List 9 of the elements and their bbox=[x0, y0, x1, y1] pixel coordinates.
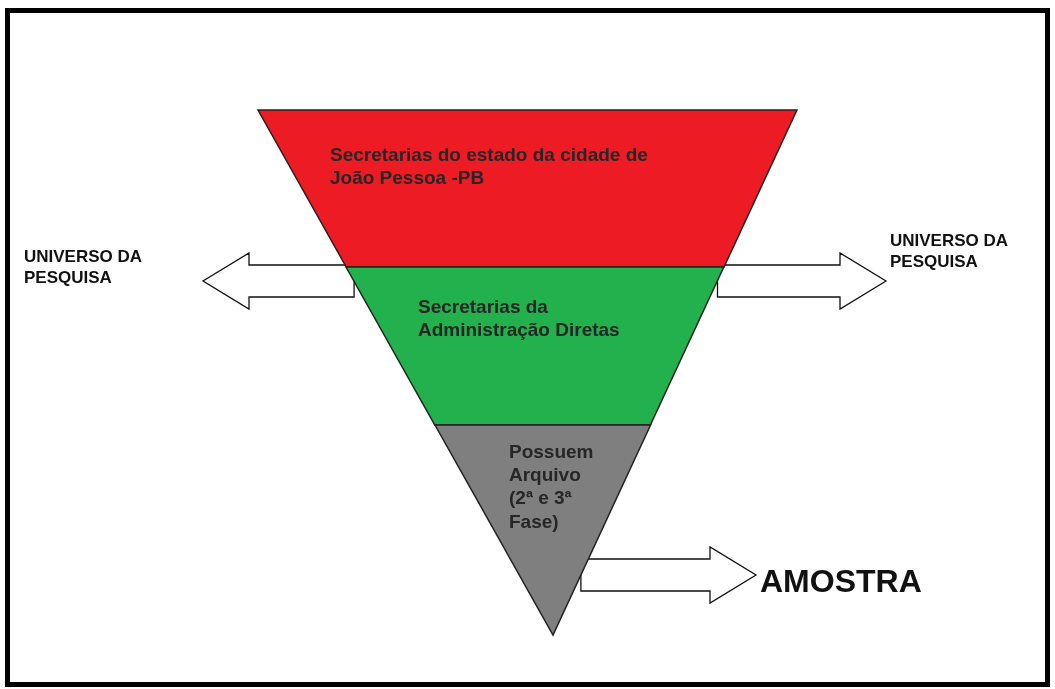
block-arrow bbox=[201, 251, 355, 311]
layer-label: Secretarias do estado da cidade de João Pessoa -PB bbox=[330, 143, 649, 190]
side-label: AMOSTRA bbox=[760, 562, 923, 601]
layer-label: Secretarias da Administração Diretas bbox=[418, 295, 621, 342]
block-arrow bbox=[580, 545, 758, 605]
block-arrow bbox=[716, 251, 888, 311]
side-label: UNIVERSO DA PESQUISA bbox=[24, 247, 143, 289]
layer-label: Possuem Arquivo (2ª e 3ª Fase) bbox=[509, 440, 595, 533]
side-label: UNIVERSO DA PESQUISA bbox=[890, 231, 1009, 273]
